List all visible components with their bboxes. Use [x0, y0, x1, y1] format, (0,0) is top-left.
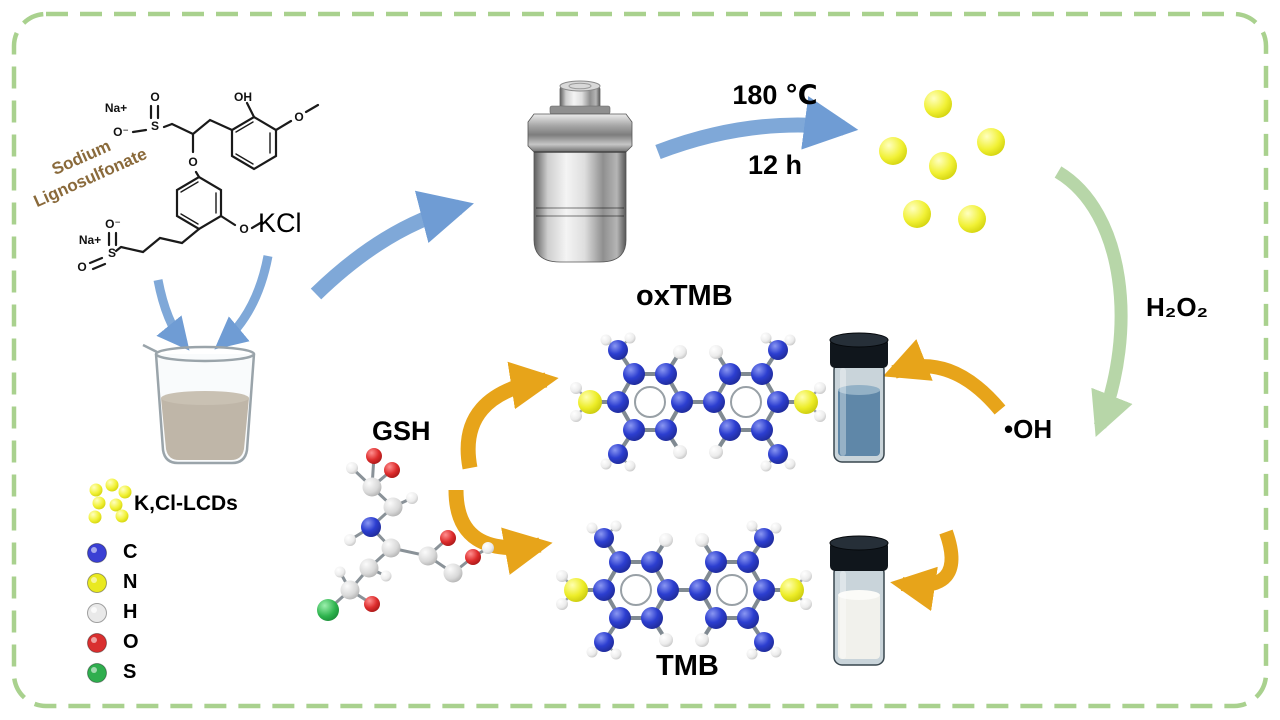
- nitrogen-ball-icon: [87, 572, 107, 593]
- h2o2-label: H₂O₂: [1146, 292, 1209, 322]
- oxtmb-vial: [829, 332, 889, 463]
- carbon-dots-product: [879, 90, 1005, 233]
- legend-symbol: H: [123, 601, 138, 623]
- sulfur-ball-icon: [87, 662, 107, 683]
- legend-symbol: O: [123, 631, 139, 653]
- hydroxyl-label: OH: [234, 90, 252, 104]
- sulfonate-s2-label: S: [108, 246, 116, 260]
- hydrogen-ball-icon: [87, 602, 107, 623]
- sodium-cation-1: Na+: [105, 101, 127, 115]
- legend-row-nitrogen: N: [86, 568, 139, 597]
- beaker: [142, 343, 256, 465]
- h2o2-arrow: [1054, 166, 1133, 437]
- lignosulfonate-structure: OH O O O S O O⁻ S O⁻ O Na+ Na+: [77, 90, 320, 274]
- tmb-vial-cycle-arrow: [890, 529, 959, 612]
- carbon-ball-icon: [87, 542, 107, 563]
- sulfonate-ominus1-label: O⁻: [113, 125, 129, 139]
- methoxy-o-label: O: [294, 110, 303, 124]
- mix-arrow-right: [214, 255, 273, 350]
- kcl-label: KCl: [258, 208, 302, 238]
- mix-arrow-left: [153, 279, 190, 351]
- tmb-label: TMB: [656, 650, 719, 682]
- sodium-cation-2: Na+: [79, 233, 101, 247]
- gsh-oxtmb-arrow: [460, 361, 559, 470]
- autoclave: [527, 80, 633, 263]
- ether-o-label: O: [188, 155, 197, 169]
- gsh-molecule: [317, 448, 494, 621]
- oxtmb-label: oxTMB: [636, 280, 733, 312]
- legend-symbol: N: [123, 571, 138, 593]
- product-name-label: K,Cl-LCDs: [134, 492, 238, 515]
- atom-legend: C N H O: [86, 538, 139, 688]
- sulfonate-o1-label: O: [150, 90, 159, 104]
- tmb-vial: [829, 535, 889, 666]
- legend-symbol: S: [123, 661, 137, 683]
- legend-dot-cluster: [88, 478, 132, 524]
- oxtmb-molecule: [568, 330, 828, 474]
- legend-row-oxygen: O: [86, 628, 139, 657]
- legend-symbol: C: [123, 541, 138, 563]
- sulfonate-o2-label: O: [77, 260, 86, 274]
- to-autoclave-arrow: [310, 190, 474, 300]
- sulfonate-s1-label: S: [151, 119, 159, 133]
- temperature-label: 180 ℃: [732, 80, 818, 110]
- hydrothermal-arrow: [655, 96, 859, 160]
- gsh-label: GSH: [372, 416, 431, 446]
- oh-to-oxtmb-vial-arrow: [882, 339, 1006, 415]
- methoxy-o2-label: O: [239, 222, 248, 236]
- tmb-molecule: [554, 518, 814, 662]
- sulfonate-ominus2-label: O⁻: [105, 217, 121, 231]
- legend-row-carbon: C: [86, 538, 139, 567]
- legend-row-sulfur: S: [86, 658, 139, 687]
- hydroxyl-radical-label: •OH: [1004, 414, 1053, 444]
- oxygen-ball-icon: [87, 632, 107, 653]
- duration-label: 12 h: [747, 150, 803, 180]
- legend-row-hydrogen: H: [86, 598, 139, 627]
- gsh-tmb-arrow: [448, 489, 553, 575]
- figure-border: [11, 11, 1269, 709]
